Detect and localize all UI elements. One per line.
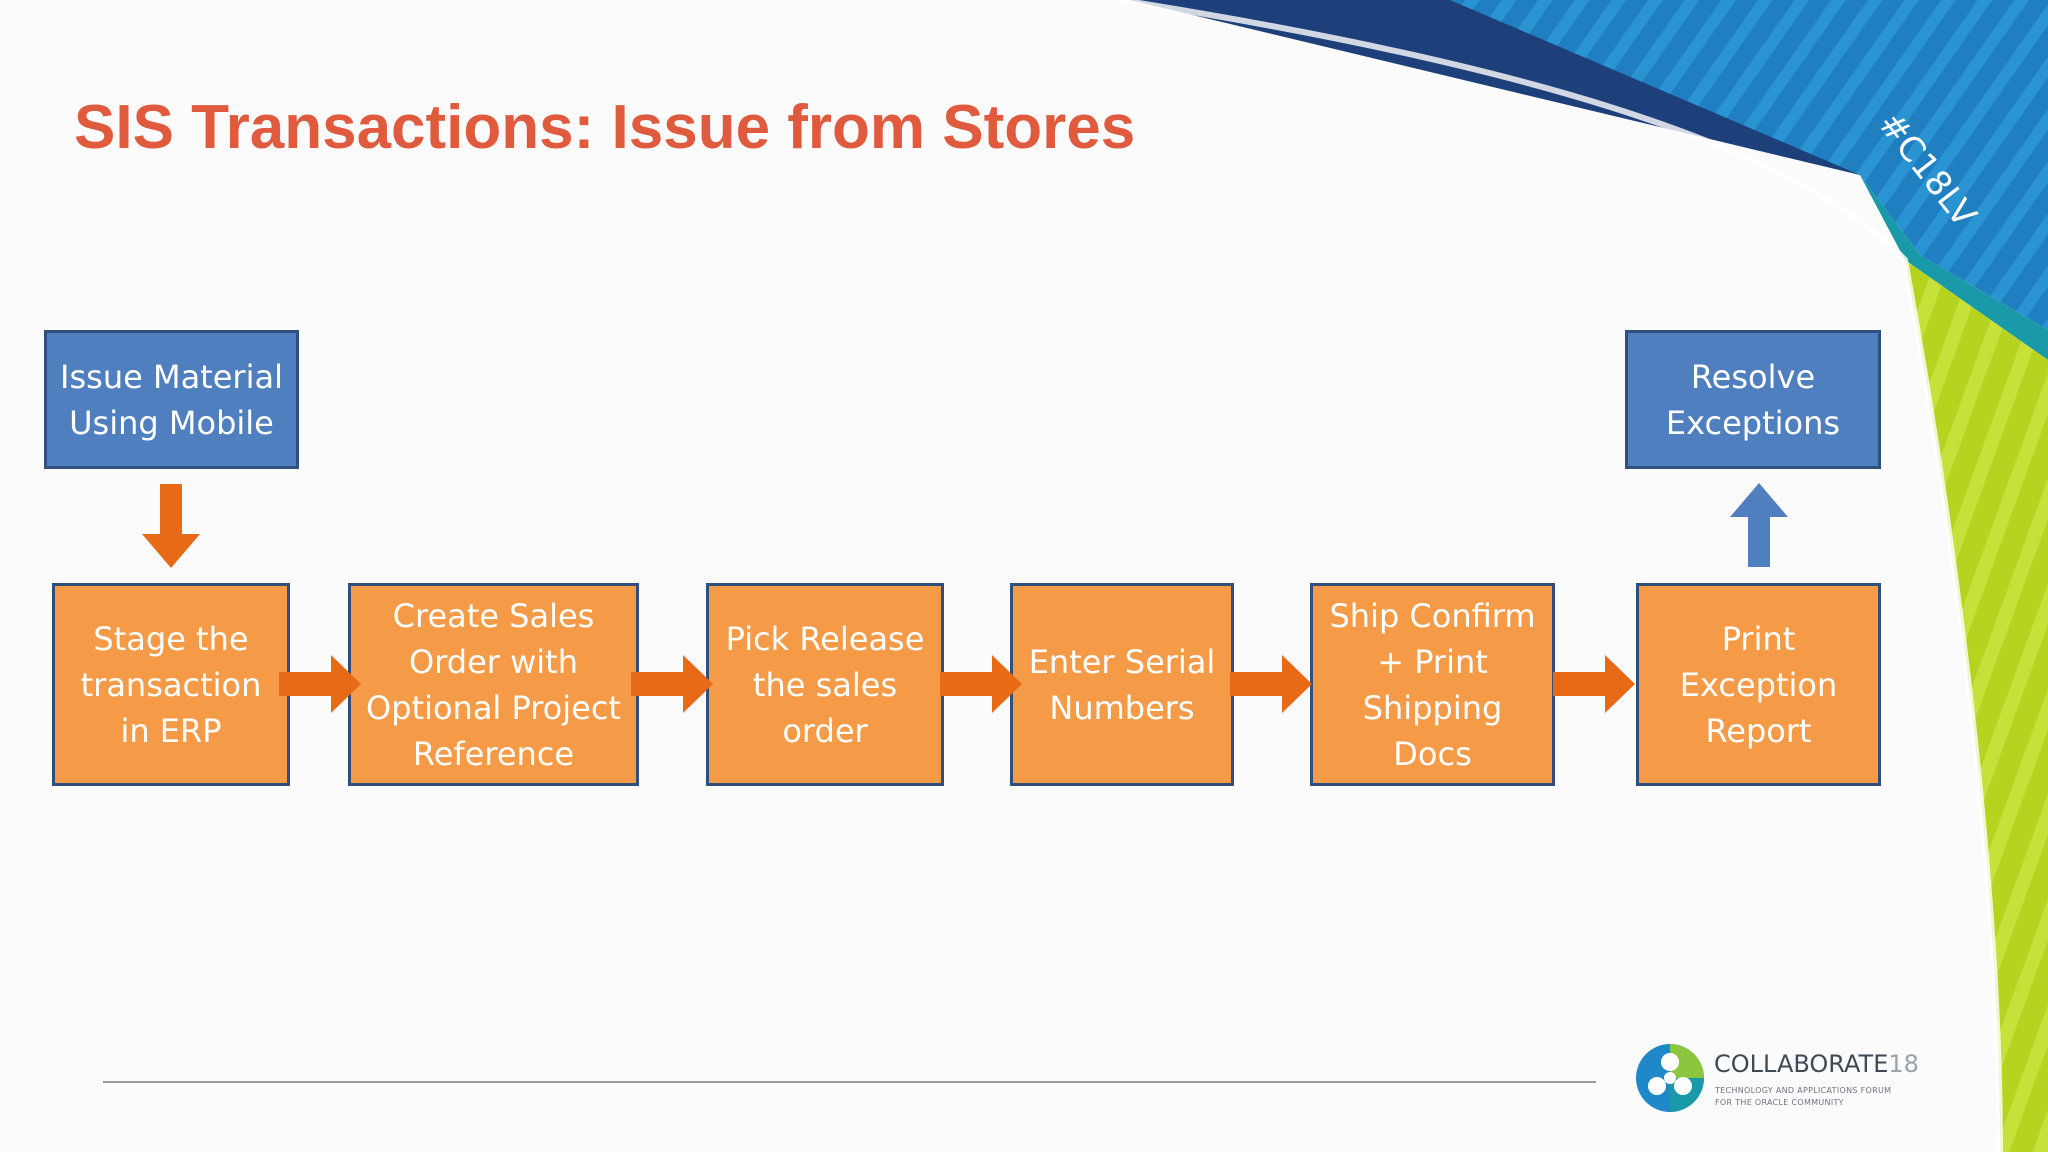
slide-title: SIS Transactions: Issue from Stores (74, 93, 1136, 162)
right-arrow-icon (631, 655, 713, 713)
process-step: Create Sales Order with Optional Project… (348, 583, 639, 786)
step-label: Stage the transaction in ERP (80, 619, 262, 750)
process-step: Pick Release the sales order (706, 583, 944, 786)
down-arrow-icon (142, 484, 200, 568)
issue-material-box: Issue Material Using Mobile (44, 330, 299, 469)
process-step: Print Exception Report (1636, 583, 1881, 786)
right-arrow-icon (1553, 655, 1635, 713)
step-label: Enter Serial Numbers (1028, 642, 1216, 727)
footer-divider (103, 1081, 1596, 1083)
resolve-exceptions-box: Resolve Exceptions (1625, 330, 1881, 469)
step-label: Create Sales Order with Optional Project… (366, 596, 621, 773)
process-step: Ship Confirm + Print Shipping Docs (1310, 583, 1555, 786)
step-label: Ship Confirm + Print Shipping Docs (1329, 596, 1536, 773)
resolve-exceptions-label: Resolve Exceptions (1665, 357, 1841, 442)
step-label: Pick Release the sales order (725, 619, 925, 750)
process-step: Enter Serial Numbers (1010, 583, 1234, 786)
right-arrow-icon (279, 655, 361, 713)
logo-wordmark: COLLABORATE18 (1714, 1050, 1919, 1078)
right-arrow-icon (1230, 655, 1312, 713)
up-arrow-icon (1730, 483, 1788, 567)
step-label: Print Exception Report (1679, 619, 1838, 750)
collaborate-logo-icon (1636, 1044, 1704, 1112)
issue-material-label: Issue Material Using Mobile (60, 357, 283, 442)
logo-tagline: TECHNOLOGY AND APPLICATIONS FORUM FOR TH… (1715, 1086, 1892, 1107)
process-step: Stage the transaction in ERP (52, 583, 290, 786)
right-arrow-icon (940, 655, 1022, 713)
